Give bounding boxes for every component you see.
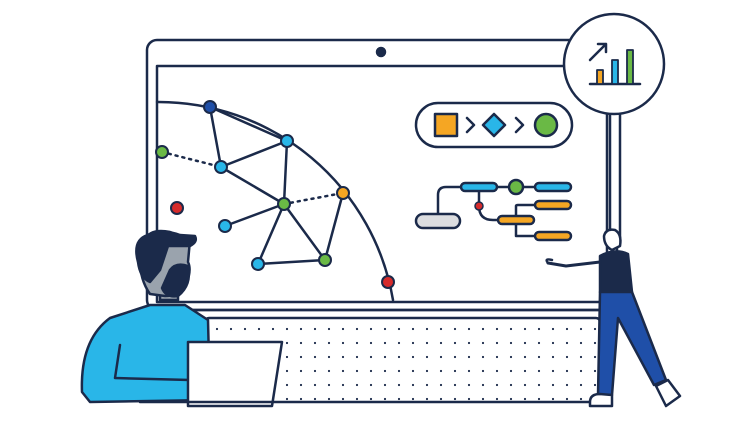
bar-chart-icon	[588, 42, 642, 86]
camera-icon	[375, 46, 387, 58]
square-icon	[433, 112, 459, 138]
laptop-keyboard	[138, 308, 622, 404]
person-standing	[545, 228, 682, 408]
person-sitting	[80, 229, 284, 408]
trend-arrow-icon	[588, 42, 608, 62]
chevron-right-icon	[465, 116, 476, 134]
chart-badge	[562, 12, 666, 244]
diamond-icon	[481, 112, 507, 138]
process-pill	[414, 101, 574, 149]
laptop-icon	[186, 340, 284, 408]
flowchart	[414, 178, 573, 242]
laptop-screen	[145, 38, 619, 312]
chevron-right-icon	[514, 116, 525, 134]
circle-icon	[533, 112, 559, 138]
network-nodes	[155, 100, 395, 289]
